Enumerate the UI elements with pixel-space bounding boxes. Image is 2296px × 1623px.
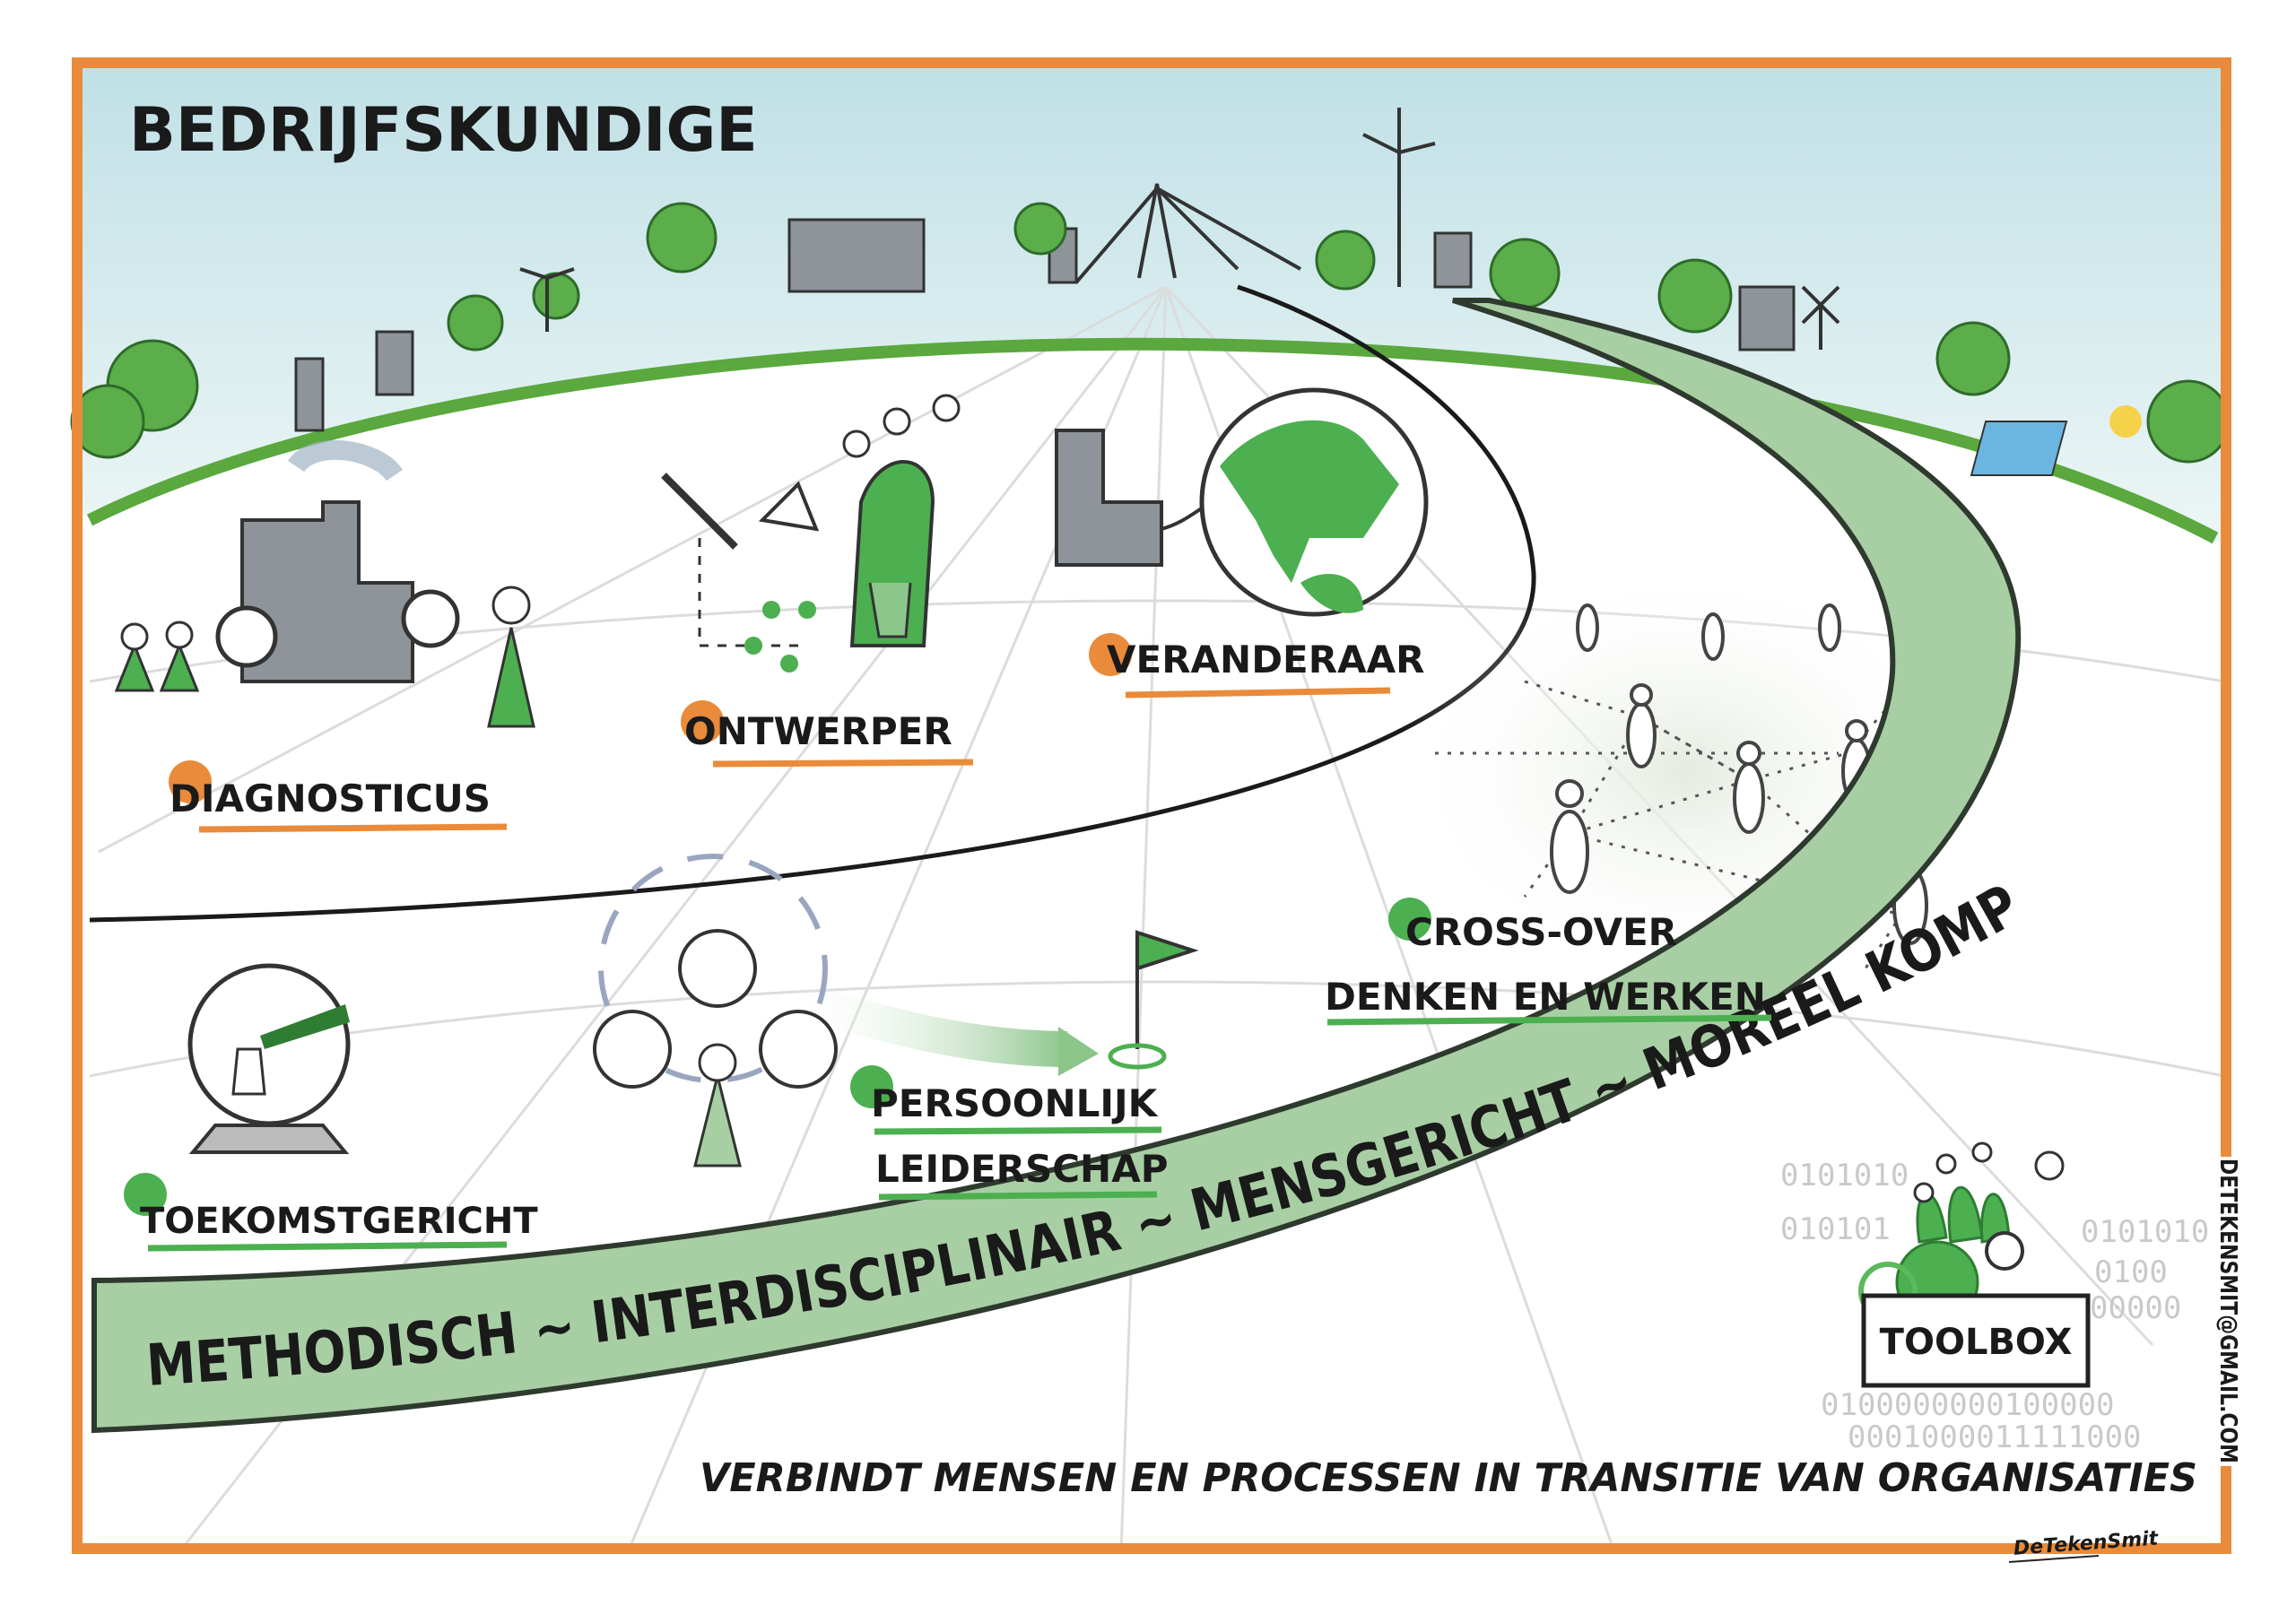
- svg-text:0001000011111000: 0001000011111000: [1848, 1419, 2142, 1455]
- persoonlijk-dot: [850, 1065, 893, 1108]
- svg-text:0101010: 0101010: [1780, 1158, 1909, 1193]
- svg-text:0100: 0100: [2094, 1254, 2168, 1290]
- underline: [878, 1191, 1158, 1201]
- veranderaar-label: VERANDERAAR: [1107, 638, 1424, 681]
- cross-over-label: CROSS-OVER: [1405, 910, 1677, 954]
- svg-text:0100000000100000: 0100000000100000: [1821, 1387, 2115, 1423]
- toolbox-box: [1861, 1293, 2091, 1388]
- persoonlijk-label: PERSOONLIJK: [871, 1081, 1159, 1125]
- toekomstgericht-dot: [124, 1173, 167, 1216]
- diagnosticus-label: DIAGNOSTICUS: [170, 777, 491, 820]
- leiderschap-label: LEIDERSCHAP: [875, 1147, 1168, 1191]
- toekomstgericht-label: TOEKOMSTGERICHT: [140, 1201, 538, 1242]
- veranderaar-dot: [1089, 633, 1132, 676]
- change-globe-illustration: [1055, 387, 1429, 617]
- underline: [1326, 1014, 1772, 1026]
- values-band: [91, 298, 2022, 1434]
- svg-text:0101010: 0101010: [2081, 1214, 2209, 1250]
- underline: [147, 1241, 508, 1252]
- orange-frame: [72, 57, 2231, 1554]
- contact-background: [2212, 1157, 2248, 1466]
- telescope-globe-illustration: [187, 963, 351, 1154]
- svg-text:010101: 010101: [1780, 1211, 1891, 1247]
- factory-illustration: [114, 439, 535, 728]
- contact-email[interactable]: DETEKENSMIT@GMAIL.COM: [2214, 1159, 2241, 1463]
- diagnosticus-dot: [169, 760, 212, 803]
- svg-text:00000: 00000: [2090, 1290, 2181, 1326]
- underline: [712, 759, 974, 768]
- denken-en-werken-label: DENKEN EN WERKEN: [1325, 975, 1766, 1019]
- ontwerper-dot: [681, 700, 724, 743]
- underline: [198, 823, 508, 833]
- design-sketch-illustration: [661, 394, 961, 673]
- ontwerper-label: ONTWERPER: [684, 709, 952, 753]
- title: BEDRIJFSKUNDIGE: [129, 95, 758, 166]
- underline: [1125, 687, 1391, 699]
- underline: [874, 1126, 1162, 1135]
- city-skyline-illustration: [70, 108, 2231, 544]
- toolbox-label: TOOLBOX: [1880, 1322, 2073, 1363]
- leader-illustration: [593, 854, 1199, 1167]
- tagline: VERBINDT MENSEN EN PROCESSEN IN TRANSITI…: [700, 1455, 2197, 1501]
- cross-over-dot: [1388, 898, 1431, 941]
